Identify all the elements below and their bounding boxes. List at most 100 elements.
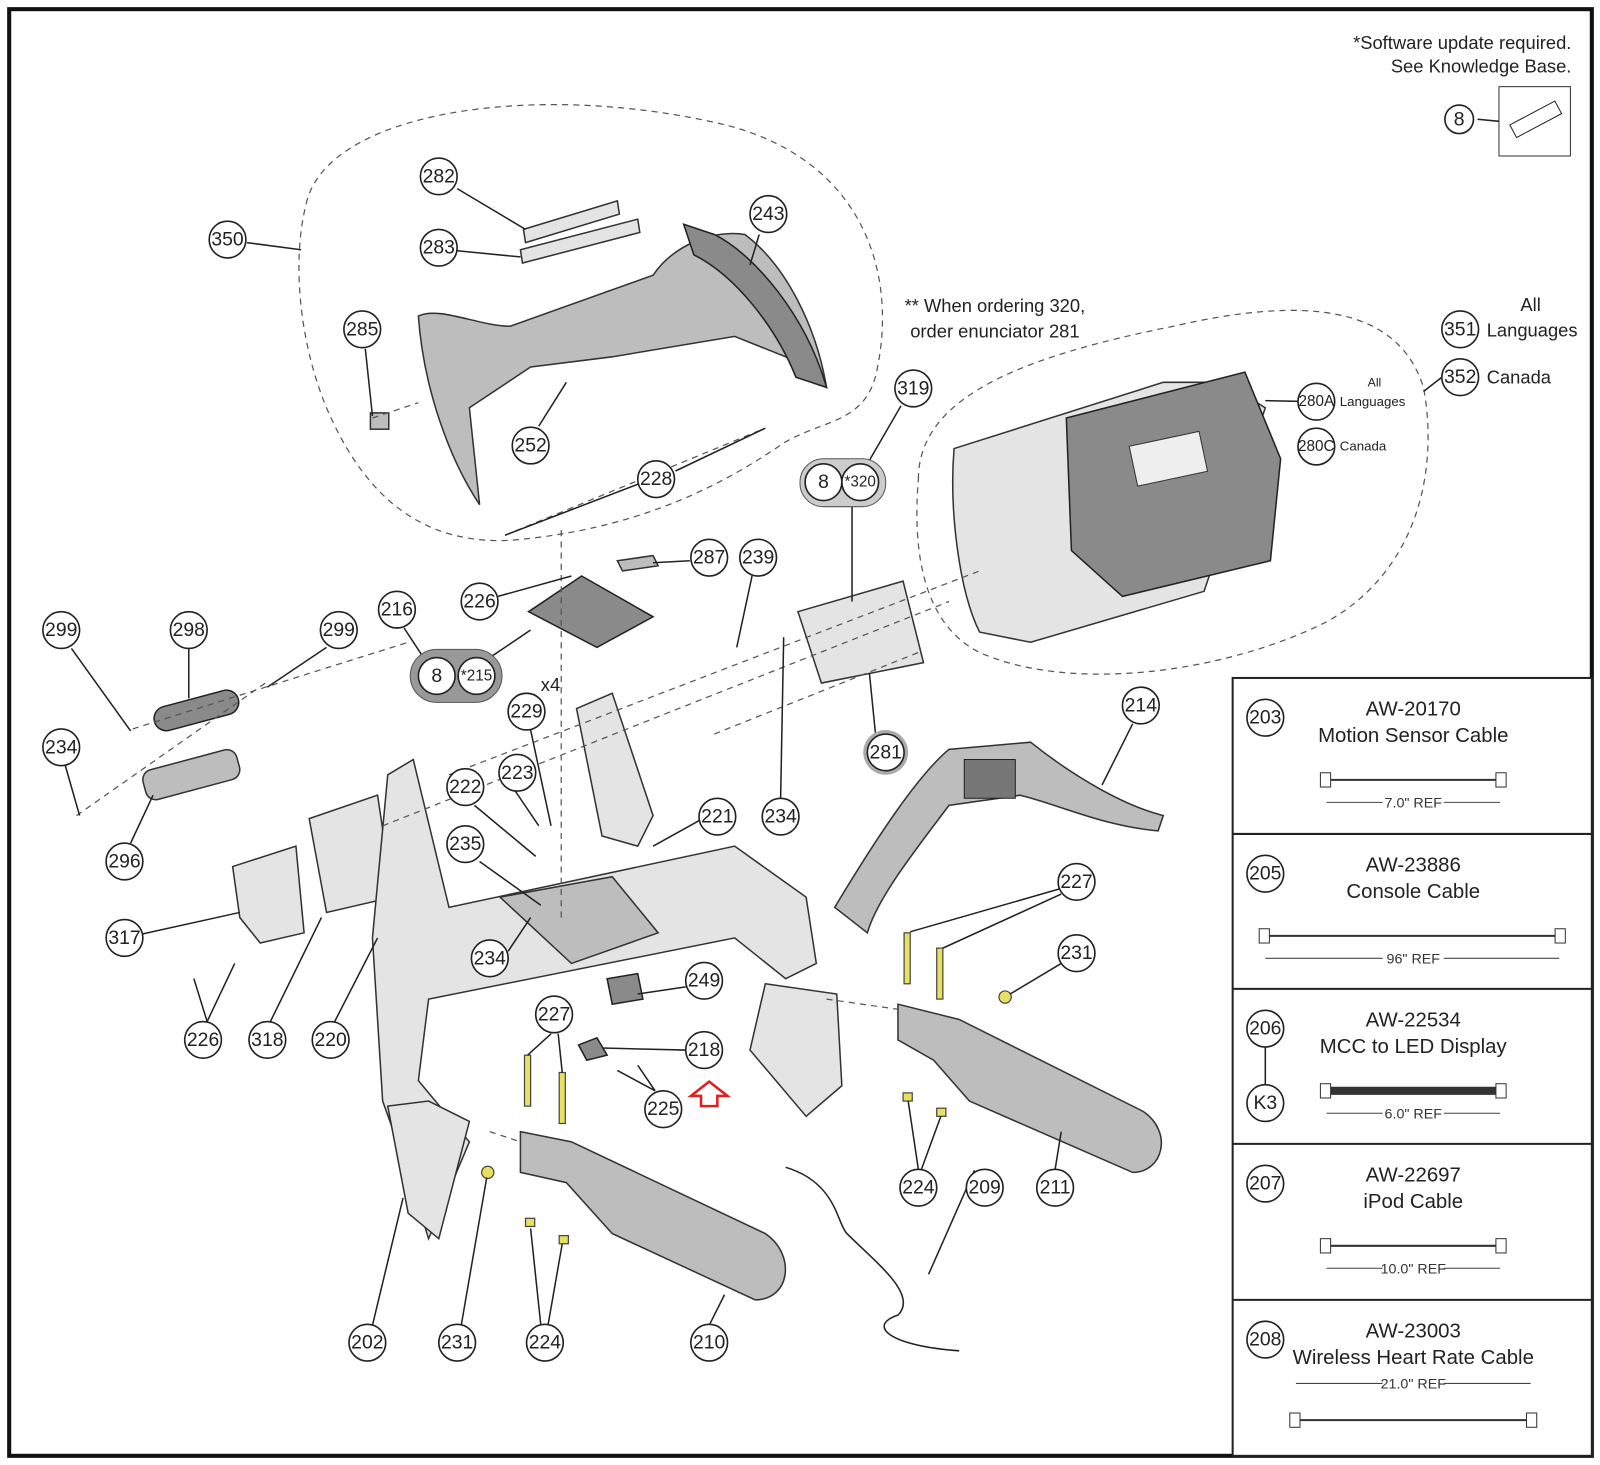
software-note-2: See Knowledge Base. (1391, 55, 1572, 76)
callout-8: 8 (1444, 104, 1475, 135)
svg-text:225: 225 (647, 1098, 679, 1120)
handrail-211 (897, 1003, 1162, 1174)
part-name: iPod Cable (1363, 1191, 1463, 1213)
svg-text:8: 8 (818, 471, 829, 493)
board-226 (527, 575, 655, 649)
display-window (1128, 430, 1209, 487)
callout-318: 318 (248, 1020, 287, 1060)
connector (1495, 1238, 1507, 1254)
usb-drive-icon (1509, 100, 1563, 139)
callout-317: 317 (105, 918, 144, 958)
cable-209 (785, 1166, 960, 1352)
sensor-218 (577, 1036, 609, 1062)
callout-210: 210 (690, 1323, 729, 1362)
bolt-227 (558, 1071, 566, 1125)
svg-text:226: 226 (187, 1029, 219, 1051)
svg-text:209: 209 (969, 1177, 1001, 1199)
handlebar-display (963, 759, 1016, 799)
callout-star-215: *215 (457, 656, 496, 696)
svg-text:234: 234 (45, 736, 78, 758)
callout-319: 319 (894, 369, 933, 408)
svg-text:220: 220 (314, 1029, 347, 1051)
callout-299: 299 (42, 610, 81, 650)
callout-287: 287 (690, 538, 729, 577)
callout-224: 224 (525, 1323, 565, 1362)
callout-208: 208 (1246, 1320, 1285, 1359)
svg-text:228: 228 (640, 468, 672, 490)
part-number: AW-23886 (1366, 855, 1461, 877)
cable-length: 10.0" REF (1381, 1261, 1447, 1277)
callout-K3: K3 (1246, 1083, 1285, 1123)
callout-206: 206 (1246, 1009, 1285, 1048)
svg-text:235: 235 (449, 833, 481, 855)
connector (1526, 1412, 1538, 1428)
svg-text:202: 202 (351, 1332, 383, 1354)
callout-283: 283 (419, 228, 458, 267)
svg-text:298: 298 (173, 619, 205, 641)
callout-227: 227 (1057, 862, 1096, 902)
overlay-283 (519, 218, 641, 264)
callout-203: 203 (1246, 698, 1285, 737)
cable-length: 21.0" REF (1381, 1377, 1447, 1393)
callout-205: 205 (1246, 854, 1285, 893)
leg-bracket-202 (386, 1100, 471, 1241)
svg-text:210: 210 (693, 1332, 726, 1354)
nut-224 (902, 1092, 913, 1102)
console-shroud-252 (417, 232, 828, 506)
connector (1258, 928, 1270, 944)
cable-length: 7.0" REF (1385, 795, 1443, 811)
callout-352: 352 (1441, 358, 1480, 397)
svg-text:287: 287 (693, 547, 725, 569)
callout-223: 223 (498, 753, 537, 792)
label-all: All (1520, 294, 1540, 315)
svg-text:223: 223 (501, 762, 533, 784)
svg-text:231: 231 (441, 1332, 473, 1354)
nut-224 (524, 1217, 536, 1228)
software-note-1: *Software update required. (1353, 32, 1571, 53)
part-285 (369, 412, 390, 430)
svg-text:218: 218 (688, 1039, 720, 1061)
callout-8: 8 (804, 463, 843, 502)
leader-lines (64, 187, 1443, 1326)
callout-214: 214 (1121, 686, 1160, 725)
svg-text:299: 299 (323, 619, 355, 641)
connector (1495, 772, 1507, 788)
bolt-227 (903, 932, 911, 985)
ordering-note-1: ** When ordering 320, (905, 295, 1086, 316)
callout-8: 8 (417, 656, 456, 696)
svg-text:221: 221 (701, 806, 733, 828)
callout-218: 218 (684, 1030, 724, 1070)
callout-228: 228 (636, 459, 676, 499)
callout-229: 229 (507, 692, 546, 731)
screw-231 (481, 1165, 495, 1180)
svg-text:319: 319 (897, 377, 929, 399)
callout-222: 222 (446, 767, 485, 807)
callout-207: 207 (1246, 1164, 1285, 1203)
label-languages: Languages (1487, 319, 1578, 340)
bolt-227 (936, 947, 944, 1000)
svg-text:285: 285 (346, 318, 378, 340)
svg-text:296: 296 (108, 850, 140, 872)
bolt-227 (523, 1054, 532, 1107)
svg-text:224: 224 (902, 1177, 935, 1199)
handrail-210 (519, 1130, 787, 1301)
callout-280A: 280A (1297, 382, 1336, 421)
callout-281: 281 (866, 733, 905, 772)
fan-housing-296 (142, 748, 241, 801)
svg-text:231: 231 (1060, 942, 1092, 964)
svg-text:351: 351 (1444, 318, 1476, 340)
bracket-221 (575, 692, 654, 848)
nut-224 (936, 1107, 947, 1117)
svg-text:252: 252 (514, 435, 546, 457)
callout-280C: 280C (1297, 427, 1336, 466)
callout-220: 220 (311, 1020, 350, 1060)
callout-231: 231 (437, 1323, 477, 1362)
svg-text:203: 203 (1249, 707, 1281, 729)
callout-243: 243 (749, 194, 788, 234)
svg-text:216: 216 (381, 599, 413, 621)
callout-211: 211 (1035, 1168, 1075, 1207)
